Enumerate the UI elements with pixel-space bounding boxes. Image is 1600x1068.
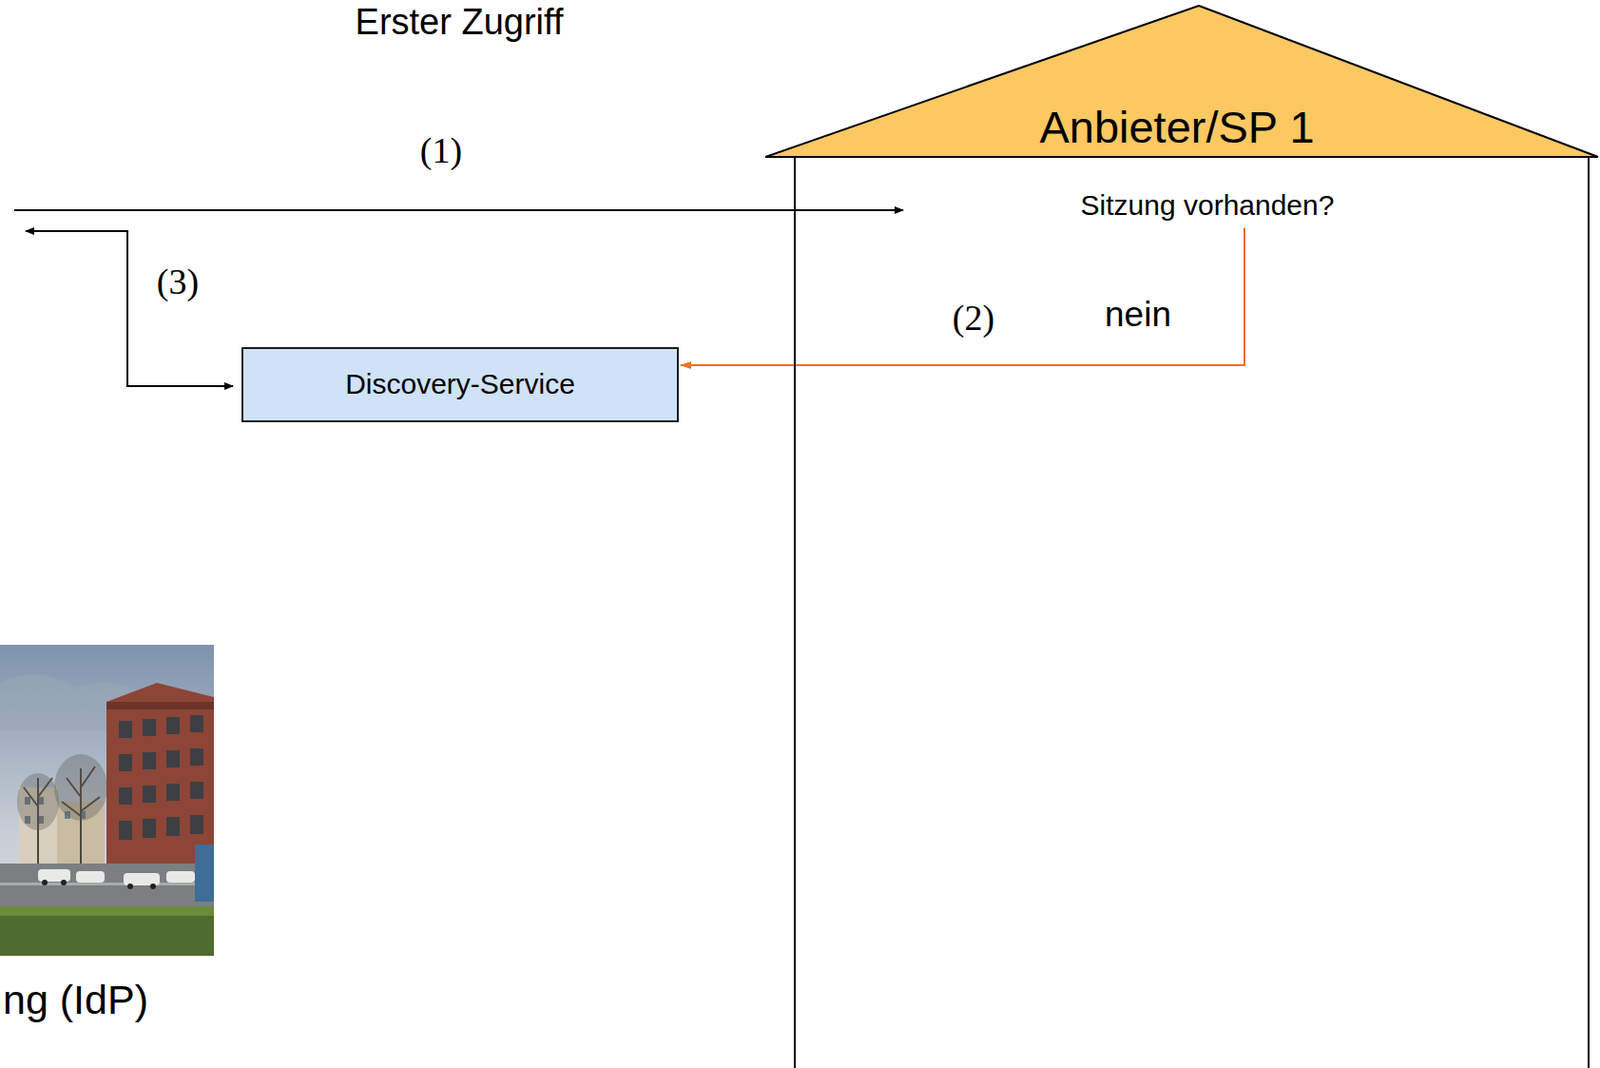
redirect-arrow: [127, 230, 233, 386]
flow-connector: [680, 228, 1245, 367]
idp-caption: ng (IdP): [2, 976, 149, 1023]
house-outline: [765, 4, 1600, 1068]
box-text: Discovery-Service: [345, 367, 576, 402]
edge-label: nein: [1102, 294, 1174, 336]
question-text: Sitzung vorhanden?: [1080, 189, 1335, 223]
process-box: Discovery-Service: [241, 346, 679, 423]
campus-photo: [0, 644, 214, 956]
callout-number: (3): [156, 261, 199, 304]
redirect-arrow: [25, 230, 128, 232]
house-wall: [1587, 156, 1590, 1068]
callout-number: (1): [420, 130, 463, 173]
callout-number: (2): [952, 297, 995, 340]
diagram-title: Erster Zugriff: [355, 1, 564, 43]
provider-house: Anbieter/SP 1Sitzung vorhanden?: [765, 4, 1600, 1068]
request-arrow: [14, 209, 904, 212]
house-wall: [793, 156, 796, 1068]
decision-question: Sitzung vorhanden?: [1073, 185, 1343, 227]
house-title: Anbieter/SP 1: [759, 101, 1595, 154]
